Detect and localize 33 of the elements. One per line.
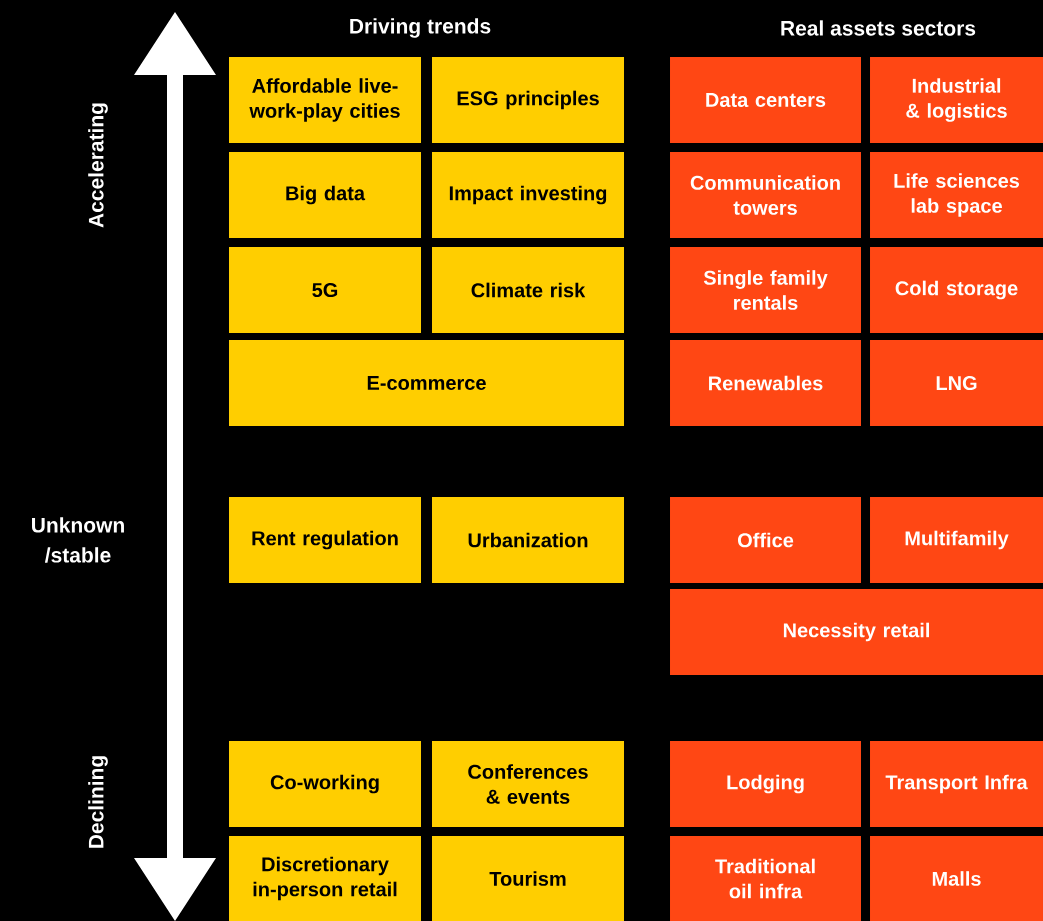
sector-box: Malls bbox=[870, 836, 1043, 921]
sector-box: Multifamily bbox=[870, 497, 1043, 583]
trend-box: Climate risk bbox=[432, 247, 624, 333]
sector-box: Cold storage bbox=[870, 247, 1043, 333]
sector-box: Single family rentals bbox=[670, 247, 861, 333]
sector-box: Lodging bbox=[670, 741, 861, 827]
sector-box: Transport Infra bbox=[870, 741, 1043, 827]
trend-box: ESG principles bbox=[432, 57, 624, 143]
trend-box: Rent regulation bbox=[229, 497, 421, 583]
sector-box: Necessity retail bbox=[670, 589, 1043, 675]
trend-box: Big data bbox=[229, 152, 421, 238]
trend-box: Affordable live-work-play cities bbox=[229, 57, 421, 143]
column-heading: Driving trends bbox=[350, 18, 491, 38]
sector-box: Industrial & logistics bbox=[870, 57, 1043, 143]
sector-box: Life sciences lab space bbox=[870, 152, 1043, 238]
trend-box: Tourism bbox=[432, 836, 624, 921]
trend-box: Co-working bbox=[229, 741, 421, 827]
sector-box: LNG bbox=[870, 340, 1043, 426]
column-heading: Real assets sectors bbox=[781, 20, 976, 36]
sector-box: Traditional oil infra bbox=[670, 836, 861, 921]
sector-box: Data centers bbox=[670, 57, 861, 143]
axis-label: Declining bbox=[88, 756, 108, 848]
sector-box: Office bbox=[670, 497, 861, 583]
trend-box: 5G bbox=[229, 247, 421, 333]
trend-box: Impact investing bbox=[432, 152, 624, 238]
sector-box: Communication towers bbox=[670, 152, 861, 238]
trend-box: Urbanization bbox=[432, 497, 624, 583]
axis-label: Accelerating bbox=[88, 103, 108, 228]
axis-label: Unknown /stable bbox=[32, 517, 124, 563]
sector-box: Renewables bbox=[670, 340, 861, 426]
trend-box: E-commerce bbox=[229, 340, 624, 426]
trend-box: Discretionary in-person retail bbox=[229, 836, 421, 921]
trend-box: Conferences & events bbox=[432, 741, 624, 827]
